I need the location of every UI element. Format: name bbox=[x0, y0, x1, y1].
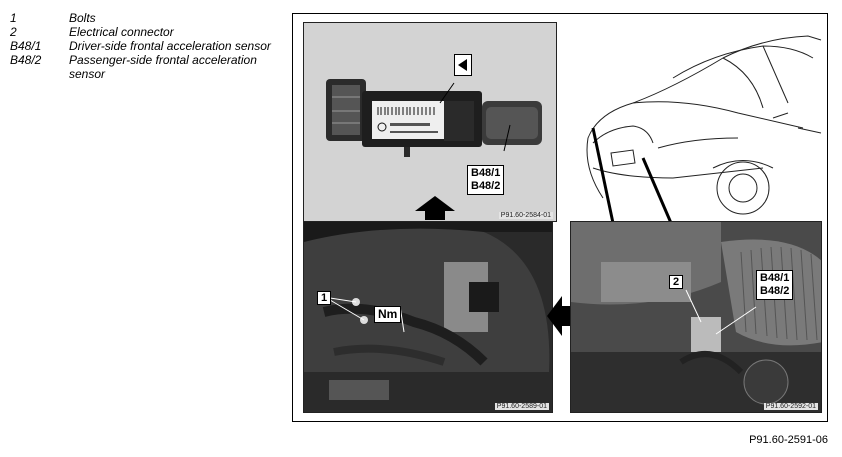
panel-ref: P91.60-2592-01 bbox=[763, 403, 818, 410]
left-arrow-icon bbox=[547, 296, 562, 336]
legend-key: 2 bbox=[10, 25, 17, 39]
panel-ref: P91.60-2584-01 bbox=[498, 212, 553, 219]
callout-bolts: 1 bbox=[317, 291, 332, 305]
bolts-panel: 1 Nm P91.60-2589-01 bbox=[303, 221, 553, 413]
legend: 1 Bolts 2 Electrical connector B48/1 Dri… bbox=[10, 11, 280, 81]
sensor-illustration bbox=[304, 23, 556, 221]
sensor-panel: B48/1 B48/2 P91.60-2584-01 bbox=[303, 22, 557, 222]
left-arrow-stem bbox=[561, 306, 571, 326]
connector-photo bbox=[571, 222, 821, 412]
legend-text: Driver-side frontal acceleration sensor bbox=[69, 39, 271, 53]
figure-frame: B48/1 B48/2 P91.60-2584-01 1 Nm P91.60-2… bbox=[292, 13, 828, 422]
legend-key: B48/1 bbox=[10, 39, 42, 53]
legend-row: 2 Electrical connector bbox=[10, 25, 280, 39]
legend-key: 1 bbox=[10, 11, 17, 25]
label-line: B48/1 bbox=[760, 272, 790, 284]
up-arrow-stem bbox=[425, 210, 445, 220]
engine-bay-photo bbox=[304, 222, 552, 412]
left-arrow-in-box-icon bbox=[454, 54, 472, 76]
legend-text: Electrical connector bbox=[69, 25, 174, 39]
car-drawing bbox=[563, 18, 825, 223]
connector-panel: 2 B48/1 B48/2 P91.60-2592-01 bbox=[570, 221, 822, 413]
up-arrow-icon bbox=[415, 196, 455, 211]
legend-key: B48/2 bbox=[10, 53, 42, 67]
figure-ref: P91.60-2591-06 bbox=[749, 434, 828, 446]
legend-row: B48/2 Passenger-side frontal acceleratio… bbox=[10, 53, 280, 81]
torque-symbol: Nm bbox=[374, 306, 402, 323]
sensor-label: B48/1 B48/2 bbox=[467, 165, 505, 195]
connector-label: B48/1 B48/2 bbox=[756, 270, 794, 300]
legend-text: Passenger-side frontal acceleration sens… bbox=[69, 53, 257, 81]
panel-ref: P91.60-2589-01 bbox=[494, 403, 549, 410]
arrow-symbol-icon bbox=[458, 59, 467, 71]
legend-text: Bolts bbox=[69, 11, 96, 25]
callout-connector: 2 bbox=[669, 275, 684, 289]
label-line: B48/2 bbox=[760, 285, 790, 297]
car-outline bbox=[586, 35, 822, 223]
legend-row: 1 Bolts bbox=[10, 11, 280, 25]
label-line: B48/1 bbox=[471, 167, 501, 179]
label-line: B48/2 bbox=[471, 180, 501, 192]
legend-row: B48/1 Driver-side frontal acceleration s… bbox=[10, 39, 280, 53]
